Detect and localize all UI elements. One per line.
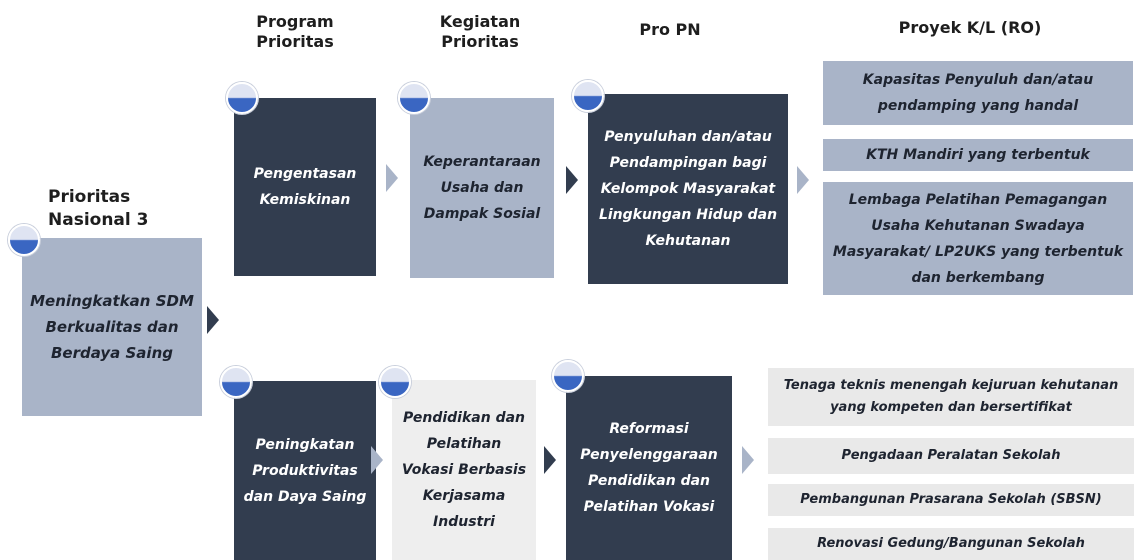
bottom-program-box: Peningkatan Produktivitas dan Daya Saing [234, 381, 376, 560]
bottom-ro-label: Renovasi Gedung/Bangunan Sekolah [817, 536, 1085, 551]
top-ro-item: Kapasitas Penyuluh dan/atau pendamping y… [823, 61, 1133, 125]
prioritas-nasional-box: Meningkatkan SDM Berkualitas dan Berdaya… [22, 238, 202, 416]
arrow-right-icon [386, 164, 398, 192]
header-kegiatan-prioritas: Kegiatan Prioritas [439, 12, 521, 51]
bottom-ro-item: Tenaga teknis menengah kejuruan kehutana… [768, 368, 1134, 426]
bottom-ro-item: Pembangunan Prasarana Sekolah (SBSN) [768, 484, 1134, 516]
top-program-label: Pengentasan Kemiskinan [253, 166, 357, 208]
header-pro-pn: Pro PN [639, 20, 701, 39]
bottom-kegiatan-circle-icon [379, 366, 411, 398]
top-propn-circle-icon [572, 80, 604, 112]
arrow-right-icon [371, 446, 383, 474]
header-proyek-kl: Proyek K/L (RO) [898, 18, 1042, 37]
top-kegiatan-label: Keperantaraan Usaha dan Dampak Sosial [423, 154, 541, 222]
bottom-ro-item: Renovasi Gedung/Bangunan Sekolah [768, 528, 1134, 560]
bottom-ro-item: Pengadaan Peralatan Sekolah [768, 438, 1134, 474]
arrow-right-icon [742, 446, 754, 474]
bottom-ro-label: Tenaga teknis menengah kejuruan kehutana… [783, 378, 1119, 415]
bottom-ro-label: Pembangunan Prasarana Sekolah (SBSN) [800, 492, 1102, 507]
top-ro-label: KTH Mandiri yang terbentuk [866, 147, 1090, 163]
arrow-right-icon [544, 446, 556, 474]
prioritas-nasional-circle-icon [8, 224, 40, 256]
header-program-prioritas: Program Prioritas [256, 12, 334, 51]
top-ro-label: Lembaga Pelatihan Pemagangan Usaha Kehut… [832, 191, 1124, 286]
prioritas-nasional-title: Prioritas Nasional 3 [48, 187, 149, 230]
bottom-program-label: Peningkatan Produktivitas dan Daya Saing [243, 436, 367, 505]
top-ro-item: KTH Mandiri yang terbentuk [823, 139, 1133, 171]
arrow-right-icon [566, 166, 578, 194]
top-propn-box: Penyuluhan dan/atau Pendampingan bagi Ke… [588, 94, 788, 284]
top-program-circle-icon [226, 82, 258, 114]
top-ro-item: Lembaga Pelatihan Pemagangan Usaha Kehut… [823, 182, 1133, 295]
bottom-kegiatan-box: Pendidikan dan Pelatihan Vokasi Berbasis… [392, 380, 536, 560]
top-program-box: Pengentasan Kemiskinan [234, 98, 376, 276]
bottom-propn-label: Reformasi Penyelenggaraan Pendidikan dan… [580, 421, 718, 515]
arrow-right-icon [797, 166, 809, 194]
top-kegiatan-box: Keperantaraan Usaha dan Dampak Sosial [410, 98, 554, 278]
bottom-kegiatan-label: Pendidikan dan Pelatihan Vokasi Berbasis… [401, 410, 527, 530]
bottom-ro-label: Pengadaan Peralatan Sekolah [841, 448, 1061, 463]
bottom-program-circle-icon [220, 366, 252, 398]
top-ro-label: Kapasitas Penyuluh dan/atau pendamping y… [862, 72, 1094, 114]
arrow-right-icon [207, 306, 219, 334]
top-kegiatan-circle-icon [398, 82, 430, 114]
top-propn-label: Penyuluhan dan/atau Pendampingan bagi Ke… [598, 129, 778, 249]
bottom-propn-box: Reformasi Penyelenggaraan Pendidikan dan… [566, 376, 732, 560]
bottom-propn-circle-icon [552, 360, 584, 392]
prioritas-nasional-label: Meningkatkan SDM Berkualitas dan Berdaya… [30, 292, 194, 362]
